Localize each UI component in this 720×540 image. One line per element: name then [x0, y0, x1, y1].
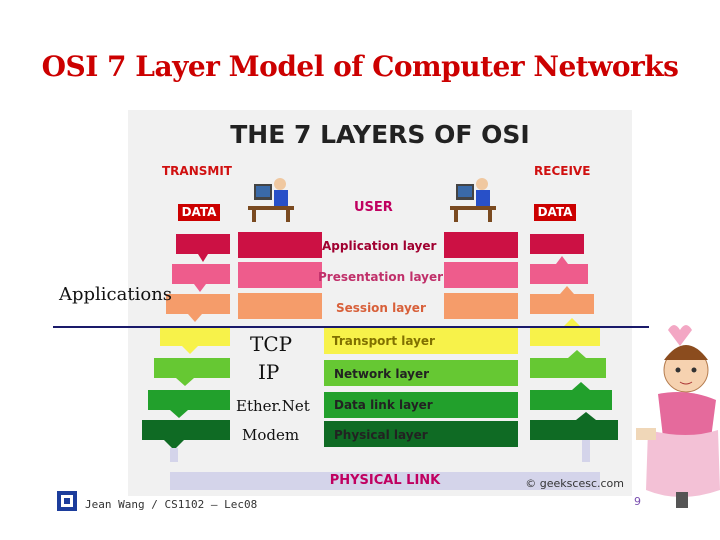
page-number: 9 — [634, 495, 641, 508]
logo-icon — [56, 490, 78, 512]
modem-label: Modem — [242, 426, 299, 444]
layer-bar-application-right — [444, 232, 518, 258]
applications-label: Applications — [59, 284, 172, 305]
receive-label: RECEIVE — [534, 164, 590, 178]
layer-bar-presentation-left — [238, 262, 322, 288]
layer-bar-presentation-right — [444, 262, 518, 288]
data-tag-receive: DATA — [534, 204, 576, 221]
layer-label-transport: Transport layer — [332, 334, 435, 348]
layer-bar-application-left — [238, 232, 322, 258]
cartoon-girl-icon — [628, 310, 720, 510]
layer-label-physical: Physical layer — [334, 428, 428, 442]
footer-credit: Jean Wang / CS1102 – Lec08 — [85, 498, 257, 511]
layer-bar-session-left — [238, 293, 322, 319]
layer-bar-session-right — [444, 293, 518, 319]
tcp-label: TCP — [250, 332, 292, 356]
slide-title: OSI 7 Layer Model of Computer Networks — [0, 50, 720, 83]
data-tag-transmit: DATA — [178, 204, 220, 221]
layer-label-application: Application layer — [322, 239, 436, 253]
layer-label-presentation: Presentation layer — [318, 270, 443, 284]
computer-user-right-icon — [448, 174, 502, 224]
ip-label: IP — [258, 360, 279, 384]
computer-user-left-icon — [246, 174, 300, 224]
layer-label-datalink: Data link layer — [334, 398, 433, 412]
osi-figure: THE 7 LAYERS OF OSI TRANSMIT RECEIVE DAT… — [128, 110, 632, 496]
transmit-arrows-icon — [136, 228, 236, 464]
copyright-text: © geekscesc.com — [525, 477, 624, 490]
layer-label-session: Session layer — [336, 301, 426, 315]
divider-line — [53, 326, 649, 328]
layer-label-network: Network layer — [334, 367, 429, 381]
receive-arrows-icon — [524, 228, 624, 464]
user-label: USER — [354, 200, 393, 215]
transmit-label: TRANSMIT — [162, 164, 232, 178]
figure-title: THE 7 LAYERS OF OSI — [128, 120, 632, 149]
ethernet-label: Ether.Net — [236, 397, 310, 415]
